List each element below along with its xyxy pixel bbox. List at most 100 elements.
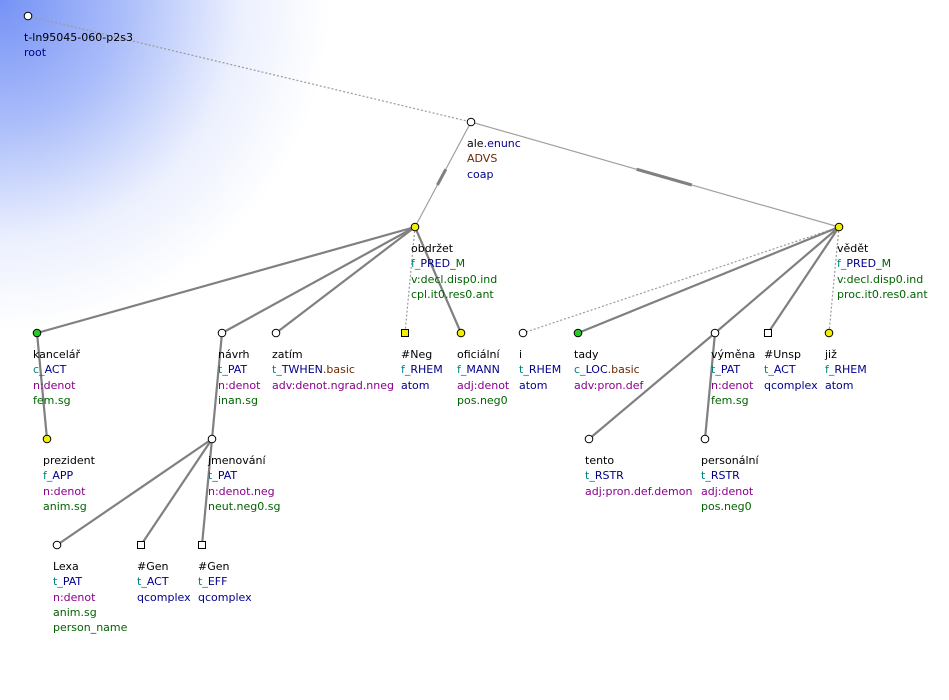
node-label-segment: t_: [198, 575, 208, 589]
node-label-line: #Gen: [137, 560, 169, 573]
node-label-line: proc.it0.res0.ant: [837, 287, 928, 301]
node-kancelar[interactable]: [32, 328, 42, 338]
edge-obdrzet-kancelar: [36, 225, 416, 335]
node-label-line: ADVS: [467, 152, 498, 166]
node-label-segment: _M: [876, 257, 892, 271]
node-label-line: #Gen: [198, 560, 230, 573]
node-label-segment: f_: [411, 257, 421, 271]
node-label-line: f_APP: [43, 468, 95, 483]
node-lexa[interactable]: [52, 540, 62, 550]
edge-vymena-personalni: [703, 332, 717, 440]
node-label-line: t_PAT: [53, 574, 127, 589]
node-label-line: obdržet: [411, 242, 454, 255]
edge-obdrzet-zatim: [275, 226, 416, 334]
node-label-segment: PAT: [217, 469, 238, 483]
node-neg[interactable]: [401, 329, 409, 337]
node-label-segment: t_: [53, 575, 63, 589]
node-label-line: n:denot: [218, 378, 261, 392]
edge-vedet-tady: [577, 225, 840, 335]
edge-ale-vedet-highlight: [636, 167, 693, 187]
node-label-segment: RHEM: [834, 363, 867, 377]
node-label-segment: t_: [218, 363, 228, 377]
node-label-segment: LOC: [585, 363, 608, 377]
node-label-segment: RHEM: [528, 363, 562, 377]
node-unsp[interactable]: [764, 329, 772, 337]
node-label-segment: PRED: [420, 257, 451, 271]
node-label-line: root: [24, 46, 47, 60]
node-label-line: v:decl.disp0.ind: [837, 272, 924, 286]
node-label-line: t_ACT: [137, 574, 191, 589]
node-root[interactable]: [23, 11, 33, 21]
node-label-line: pos.neg0: [701, 499, 752, 513]
node-label-line: qcomplex: [198, 590, 252, 604]
node-label-line: t_PAT: [208, 468, 280, 483]
node-ale[interactable]: [466, 117, 476, 127]
node-gen2[interactable]: [198, 541, 206, 549]
node-label-segment: c_: [33, 363, 45, 377]
node-label-line: t-ln95045-060-p2s3: [24, 31, 133, 44]
node-label-segment: MANN: [466, 363, 500, 377]
node-label-segment: PAT: [720, 363, 741, 377]
node-zatim[interactable]: [271, 328, 281, 338]
node-label-line: adj:denot: [701, 484, 754, 498]
node-gen1[interactable]: [137, 541, 145, 549]
edge-vedet-i: [522, 226, 840, 334]
node-label-line: qcomplex: [764, 378, 818, 392]
node-label-segment: PAT: [62, 575, 83, 589]
node-label-segment: ale: [467, 137, 484, 150]
node-label-segment: ACT: [44, 363, 67, 377]
node-label-segment: .enunc: [483, 137, 521, 150]
node-label-line: #Unsp: [764, 348, 801, 361]
node-prezident[interactable]: [42, 434, 52, 444]
node-label-line: qcomplex: [137, 590, 191, 604]
node-label-line: coap: [467, 167, 494, 181]
node-label-segment: t_: [208, 469, 218, 483]
node-tento[interactable]: [584, 434, 594, 444]
node-label-line: n:denot: [33, 378, 76, 392]
edge-jmenovani-lexa: [56, 438, 213, 546]
edge-ale-obdrzet-highlight: [436, 168, 448, 186]
node-label-line: cpl.it0.res0.ant: [411, 287, 494, 301]
node-label-line: #Neg: [401, 348, 433, 361]
node-label-line: návrh: [218, 348, 250, 361]
node-label-line: adv:denot.ngrad.nneg: [272, 378, 394, 392]
node-label-line: t_RHEM: [519, 362, 561, 377]
node-label-line: t_RSTR: [701, 468, 759, 483]
node-label-line: personální: [701, 454, 759, 467]
edge-jmenovani-gen2: [200, 438, 214, 546]
node-label-line: f_RHEM: [825, 362, 867, 377]
node-label-line: f_PRED_M: [411, 256, 497, 271]
node-label-segment: RSTR: [594, 469, 624, 483]
node-label-segment: f_: [401, 363, 411, 377]
node-label-line: t_PAT: [711, 362, 755, 377]
node-tady[interactable]: [573, 328, 583, 338]
node-obdrzet[interactable]: [410, 222, 420, 232]
edge-vedet-jiz: [828, 226, 840, 334]
node-navrh[interactable]: [217, 328, 227, 338]
node-label-segment: ACT: [146, 575, 169, 589]
node-label-line: již: [825, 348, 837, 361]
node-oficialni[interactable]: [456, 328, 466, 338]
node-i[interactable]: [518, 328, 528, 338]
node-personalni[interactable]: [700, 434, 710, 444]
node-vedet[interactable]: [834, 222, 844, 232]
node-label-line: n:denot: [53, 590, 96, 604]
node-label-line: n:denot: [711, 378, 754, 392]
node-vymena[interactable]: [710, 328, 720, 338]
node-label-line: kancelář: [33, 348, 81, 361]
node-label-segment: c_: [574, 363, 586, 377]
node-jmenovani[interactable]: [207, 434, 217, 444]
node-label-segment: EFF: [207, 575, 228, 589]
node-jiz[interactable]: [824, 328, 834, 338]
